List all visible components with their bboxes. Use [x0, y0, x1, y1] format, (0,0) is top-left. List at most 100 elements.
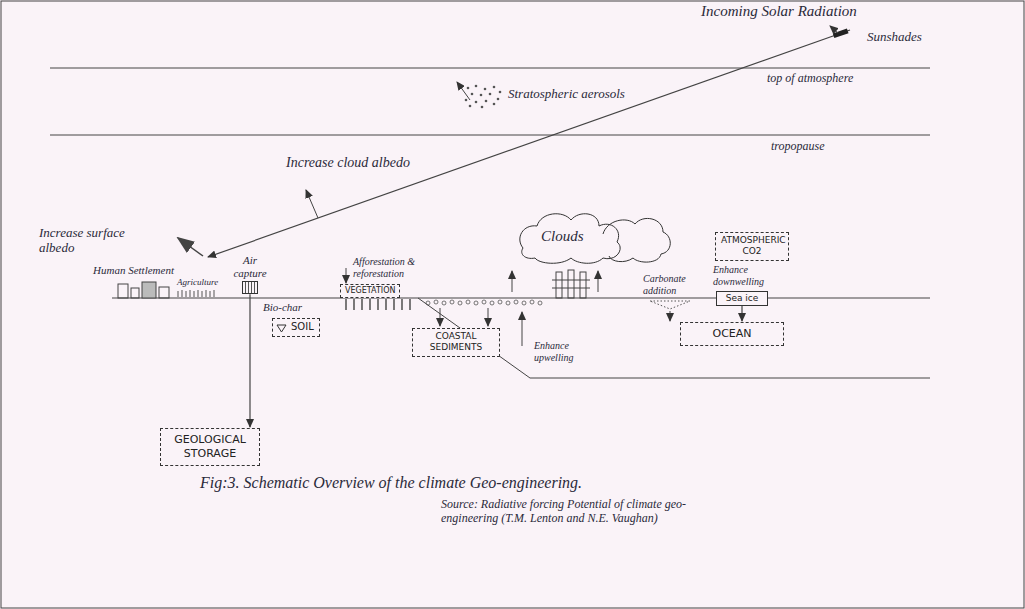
soil-symbol [273, 319, 289, 337]
layer-label: top of atmosphere [766, 72, 854, 86]
drawn-line [385, 299, 386, 310]
carbon-pool-box: ATMOSPHERIC CO2 [715, 232, 789, 261]
drawn-circle [482, 300, 486, 304]
reflect-arrow [830, 26, 838, 33]
ray-label: Incoming Solar Radiation [700, 3, 858, 20]
drawn-line [377, 299, 378, 310]
node-text: COASTAL SEDIMENTS [418, 331, 494, 354]
node-text: ATMOSPHERIC CO2 [721, 235, 783, 258]
cloud-outline [515, 208, 675, 266]
agriculture-icon [178, 290, 214, 297]
drawn-line [198, 290, 199, 297]
sunshade-label: Sunshades [866, 30, 923, 45]
method-label: Enhance upwelling [533, 340, 597, 363]
drawn-circle [485, 100, 488, 103]
drawn-circle [490, 301, 494, 305]
drawn-circle [467, 87, 470, 90]
method-label: Bio-char [262, 301, 303, 314]
drawn-rect [556, 272, 562, 298]
sea-ice-box: Sea ice [716, 291, 768, 306]
layer-label: tropopause [770, 140, 826, 154]
aerosol-label: Stratospheric aerosols [507, 87, 626, 102]
drawn-circle [450, 300, 454, 304]
method-label: Carbonate addition [642, 273, 704, 296]
drawn-line [194, 291, 195, 297]
drawn-circle [493, 86, 496, 89]
drawn-circle [434, 300, 438, 304]
drawn-circle [497, 98, 500, 101]
drawn-line [401, 299, 402, 310]
source-note: Source: Radiative forcing Potential of c… [440, 498, 742, 526]
drawn-rect [118, 284, 128, 298]
node-text: Air capture [228, 254, 272, 279]
drawn-circle [475, 85, 478, 88]
settlement-icon [118, 282, 169, 298]
drawn-circle [484, 88, 487, 91]
drawn-line [353, 299, 354, 310]
drawn-circle [466, 300, 470, 304]
air-capture-unit: Air capture [228, 254, 272, 294]
power-station-icon [552, 270, 590, 298]
drawn-circle [426, 301, 430, 305]
drawn-rect [580, 272, 586, 298]
drawn-line [369, 299, 370, 310]
drawn-line [345, 299, 346, 310]
upwelling-arrow [522, 312, 523, 346]
agriculture-label: Agriculture [176, 277, 219, 287]
drawn-line [210, 291, 211, 297]
storage-box: GEOLOGICAL STORAGE [160, 428, 260, 466]
vegetation-icon [346, 299, 410, 310]
node-text: VEGETATION [345, 286, 395, 296]
method-label: Afforestation & reforestation [352, 256, 444, 279]
cloud-group: Clouds [515, 208, 675, 266]
drawn-rect [159, 287, 169, 298]
sediment-arrow [440, 308, 441, 326]
drawn-circle [522, 301, 526, 305]
drawn-rect [568, 270, 574, 298]
drawn-line [361, 299, 362, 310]
soil-triangle [277, 325, 286, 332]
drawn-circle [514, 300, 518, 304]
drawn-circle [480, 94, 483, 97]
drawn-line [178, 291, 179, 297]
drawn-circle [538, 301, 542, 305]
aerosol-arrow [457, 82, 470, 100]
drawn-line [393, 299, 394, 310]
air-capture-icon [242, 281, 258, 294]
node-text: Sea ice [721, 293, 763, 304]
cloud-albedo-arrow [306, 190, 318, 218]
drawn-line [206, 290, 207, 297]
node-text: OCEAN [687, 327, 777, 341]
drawn-line [182, 290, 183, 297]
drawn-line [409, 299, 410, 310]
drawn-circle [489, 93, 492, 96]
drawn-circle [474, 301, 478, 305]
sediment-arrow [488, 308, 489, 326]
afforestation-arrow [346, 268, 347, 283]
atmosphere-top-line [50, 68, 930, 69]
drawn-line [214, 290, 215, 297]
carbonate-arrow [670, 311, 671, 321]
carbonate-dots [650, 301, 690, 309]
sediment-box: COASTAL SEDIMENTS [412, 328, 500, 357]
drawn-circle [469, 105, 472, 108]
drawn-circle [499, 91, 502, 94]
drawn-line [190, 290, 191, 297]
node-text: SOIL [291, 321, 314, 334]
soil-box: SOIL [272, 318, 320, 337]
tropopause-line [50, 135, 930, 136]
method-label: Increase cloud albedo [285, 155, 411, 171]
ocean-box: OCEAN [680, 322, 784, 346]
drawn-circle [530, 300, 534, 304]
connector-line [741, 306, 742, 321]
drawn-circle [465, 99, 468, 102]
node-text: Clouds [541, 228, 675, 245]
connector-line [249, 294, 250, 427]
drawn-line [552, 280, 590, 281]
drawn-circle [493, 103, 496, 106]
drawn-circle [458, 301, 462, 305]
drawn-circle [481, 106, 484, 109]
drawn-circle [498, 300, 502, 304]
